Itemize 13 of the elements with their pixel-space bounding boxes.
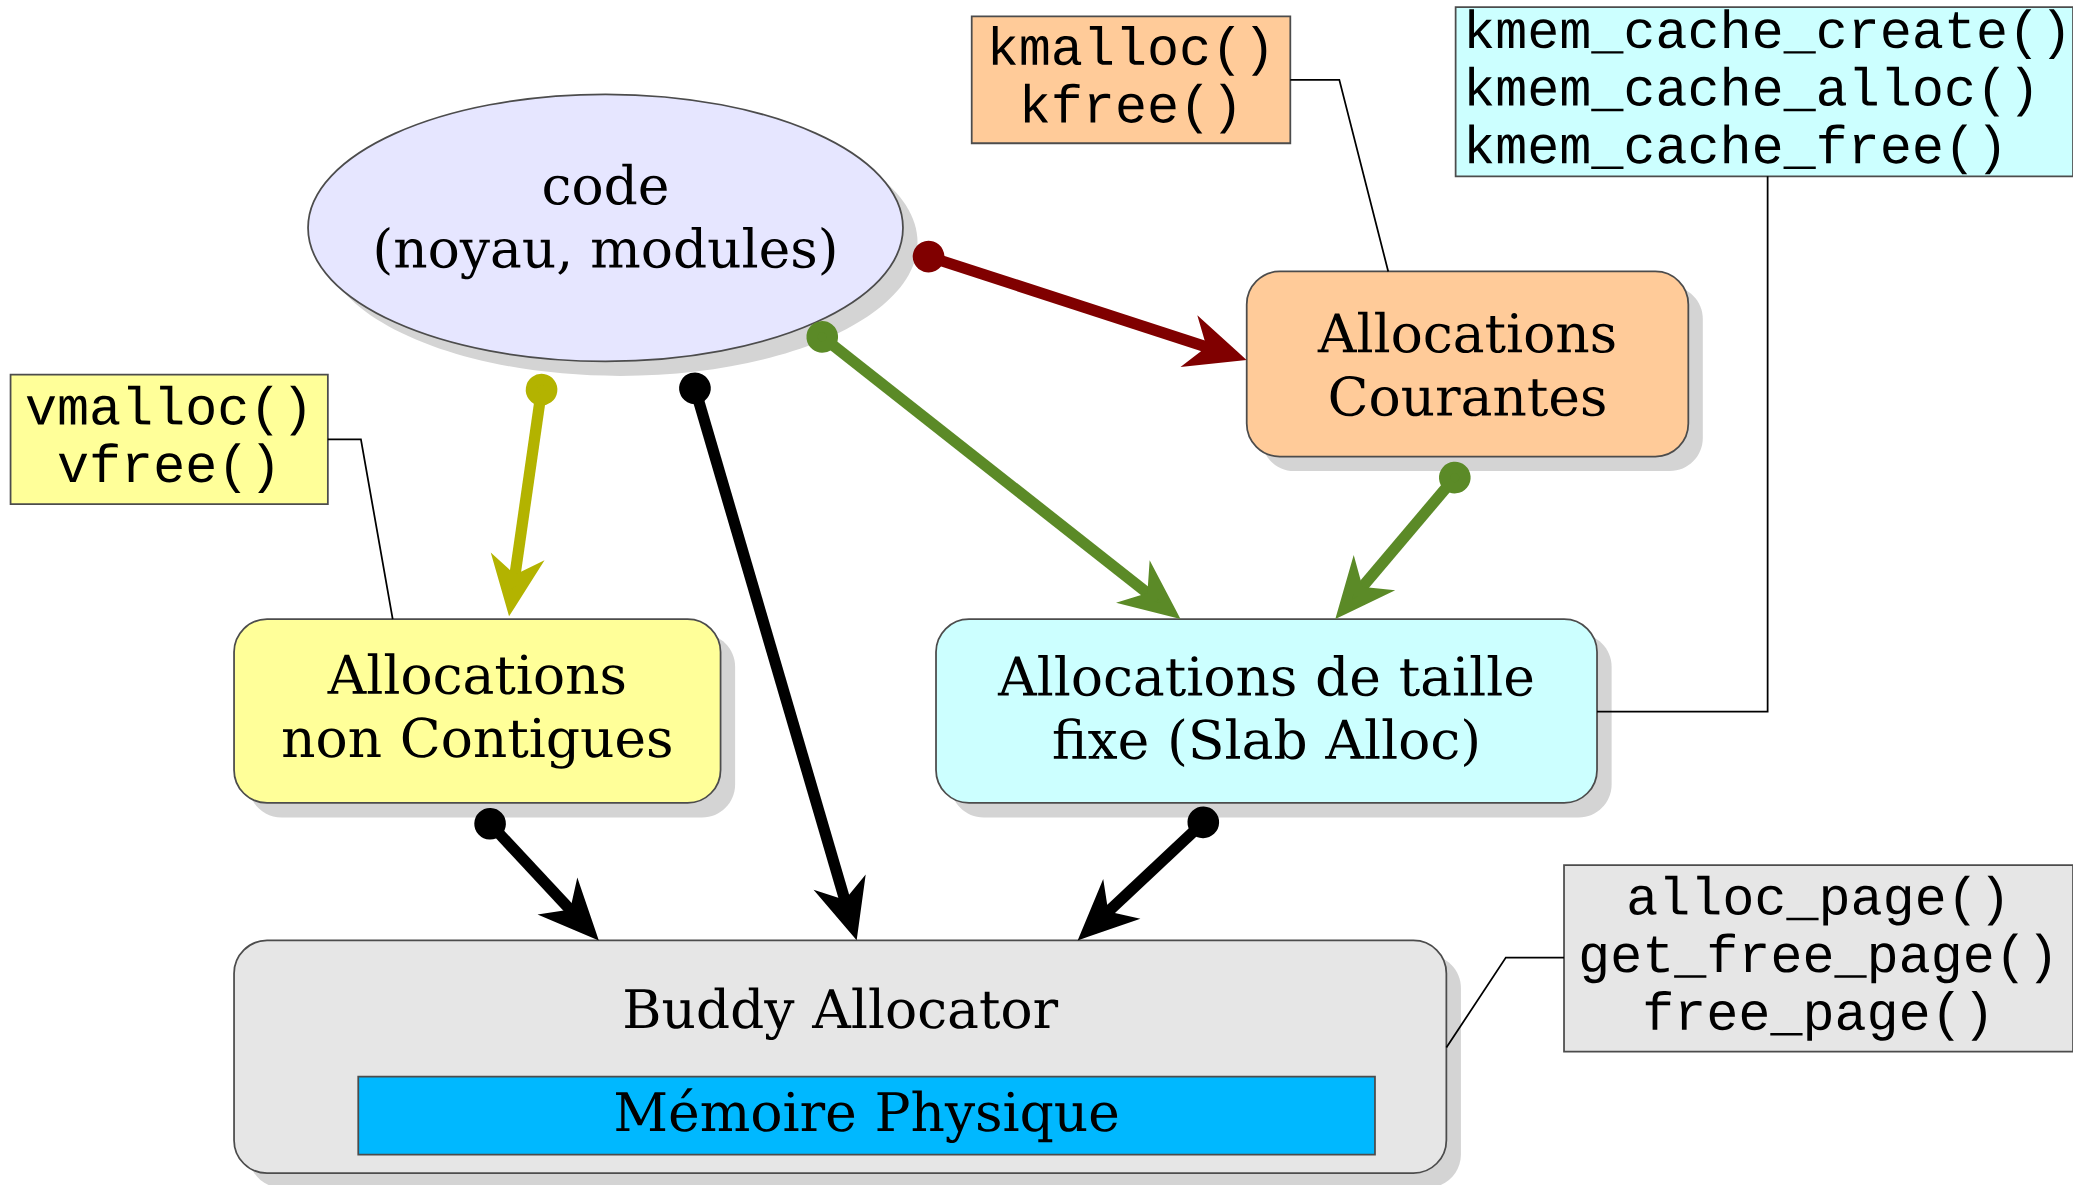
function-box: kmalloc() kfree(): [970, 15, 1292, 145]
process-box: Allocations Courantes: [1245, 270, 1703, 472]
leader-line: [1596, 175, 1769, 713]
function-box: alloc_page() get_free_page() free_page(): [1563, 864, 2073, 1053]
function-box: Mémoire Physique: [357, 1075, 1376, 1156]
process-box: Allocations non Contigues: [233, 618, 736, 818]
function-box: vmalloc() vfree(): [9, 373, 329, 506]
process-box: Allocations de taille fixe (Slab Alloc): [935, 618, 1612, 818]
ellipse-node: code (noyau, modules): [307, 93, 918, 376]
leader-line: [1445, 956, 1565, 1049]
function-box: kmem_cache_create() kmem_cache_alloc() kmem_cache_free(): [1454, 6, 2073, 178]
leader-line: [1289, 78, 1390, 273]
leader-line: [326, 438, 394, 620]
